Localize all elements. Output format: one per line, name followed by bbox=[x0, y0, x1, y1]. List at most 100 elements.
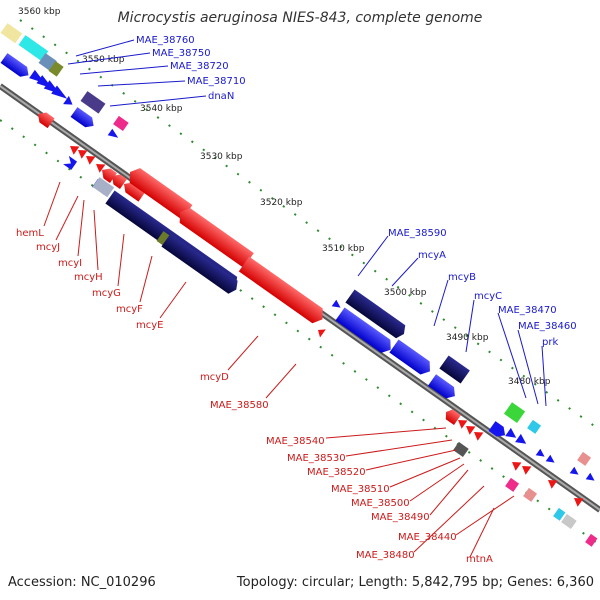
kbp-tick: 3550 kbp bbox=[82, 55, 125, 65]
gene-label: MAE_38490 bbox=[371, 512, 430, 523]
gene-arrow bbox=[70, 107, 94, 128]
gene-label: prk bbox=[542, 337, 558, 348]
gene-label: mcyG bbox=[92, 288, 121, 299]
kbp-tick: 3500 kbp bbox=[384, 288, 427, 298]
gene-arrow bbox=[0, 53, 29, 77]
gene-label: MAE_38530 bbox=[287, 453, 346, 464]
gene-arrow bbox=[96, 164, 106, 173]
gene-arrow bbox=[124, 182, 146, 202]
gene-arrow-cluster bbox=[29, 69, 68, 99]
nrps-gene-mcyB bbox=[335, 307, 391, 353]
kbp-tick: 3480 kbp bbox=[508, 377, 551, 387]
gene-label: MAE_38470 bbox=[498, 305, 557, 316]
gene-arrow bbox=[107, 128, 119, 138]
gene-arrow bbox=[569, 466, 579, 475]
gene-arrow bbox=[522, 466, 532, 475]
gene-block bbox=[505, 477, 520, 492]
gene-arrow bbox=[488, 421, 506, 437]
gene-arrow bbox=[318, 329, 326, 338]
gene-arrow bbox=[458, 420, 468, 429]
gene-block bbox=[18, 35, 49, 62]
kbp-tick: 3540 kbp bbox=[140, 104, 183, 114]
gene-label: mcyI bbox=[58, 258, 82, 269]
gene-arrow bbox=[505, 427, 517, 438]
gene-label: MAE_38580 bbox=[210, 400, 269, 411]
gene-label: MAE_38500 bbox=[351, 498, 410, 509]
gene-block bbox=[503, 402, 526, 423]
mcy-gene-mcyE-red bbox=[179, 208, 254, 268]
gene-label: MAE_38510 bbox=[331, 484, 390, 495]
gene-label: mcyF bbox=[116, 304, 143, 315]
gene-label: mcyE bbox=[136, 320, 163, 331]
nrps-gene-mcyC bbox=[389, 339, 430, 375]
gene-label: hemL bbox=[16, 228, 44, 239]
kbp-tick: 3490 kbp bbox=[446, 333, 489, 343]
kbp-ticks: 3560 kbp 3550 kbp 3540 kbp 3530 kbp 3520… bbox=[18, 7, 551, 387]
gene-arrow bbox=[574, 498, 584, 507]
gene-label: dnaN bbox=[208, 91, 234, 102]
gene-arrow bbox=[63, 95, 73, 105]
reverse-strand-genes bbox=[38, 112, 598, 547]
gene-block bbox=[48, 61, 64, 77]
gene-block bbox=[527, 419, 542, 434]
gene-arrow bbox=[512, 462, 522, 471]
gene-block bbox=[577, 451, 592, 466]
gene-label: mtnA bbox=[466, 554, 493, 565]
gene-label: mcyA bbox=[418, 250, 446, 261]
gene-label: mcyD bbox=[200, 372, 229, 383]
gene-arrow bbox=[585, 472, 595, 481]
forward-gene-labels bbox=[67, 39, 547, 407]
gene-block bbox=[523, 487, 538, 502]
reverse-gene-labels bbox=[43, 181, 515, 558]
gene-label: MAE_38520 bbox=[307, 467, 366, 478]
gene-label: MAE_38710 bbox=[187, 76, 246, 87]
gene-block bbox=[553, 507, 566, 521]
gene-block bbox=[156, 231, 172, 247]
gene-block bbox=[439, 355, 470, 384]
gene-label: mcyB bbox=[448, 272, 476, 283]
kbp-tick: 3530 kbp bbox=[200, 152, 243, 162]
accession-text: Accession: NC_010296 bbox=[8, 575, 156, 590]
forward-gene-label-text: MAE_38760 MAE_38750 MAE_38720 MAE_38710 … bbox=[136, 35, 577, 348]
gene-arrow bbox=[78, 150, 88, 159]
forward-strand-genes bbox=[0, 23, 595, 481]
mcy-gene-MAE_38580 bbox=[238, 256, 323, 324]
gene-arrow bbox=[445, 409, 461, 425]
gene-label: MAE_38590 bbox=[388, 228, 447, 239]
scale-track-upper bbox=[19, 19, 600, 431]
gene-arrow bbox=[515, 433, 527, 444]
gene-block bbox=[92, 177, 115, 198]
gene-arrow bbox=[112, 174, 127, 189]
kbp-tick: 3560 kbp bbox=[18, 7, 61, 17]
gene-label: MAE_38480 bbox=[356, 550, 415, 561]
gene-label: MAE_38440 bbox=[398, 532, 457, 543]
reverse-gene-label-text: hemL mcyJ mcyI mcyH mcyG mcyF mcyE mcyD … bbox=[16, 228, 493, 565]
gene-label: MAE_38760 bbox=[136, 35, 195, 46]
gene-label: MAE_38750 bbox=[152, 48, 211, 59]
gene-label: mcyC bbox=[474, 291, 502, 302]
gene-arrow bbox=[466, 426, 476, 435]
gene-arrow bbox=[545, 454, 555, 463]
gene-block bbox=[561, 513, 577, 530]
gene-arrow bbox=[102, 168, 117, 183]
gene-arrow bbox=[63, 155, 78, 170]
mcy-gene-mcyD bbox=[129, 168, 193, 220]
gene-arrow bbox=[474, 432, 484, 441]
gene-arrow bbox=[70, 146, 80, 155]
kbp-tick: 3520 kbp bbox=[260, 198, 303, 208]
nrps-gene-mcyA bbox=[345, 289, 406, 339]
genome-stats-text: Topology: circular; Length: 5,842,795 bp… bbox=[236, 575, 594, 590]
gene-label: mcyH bbox=[74, 272, 103, 283]
gene-block bbox=[0, 23, 23, 44]
gene-arrow bbox=[535, 448, 545, 457]
gene-arrow bbox=[427, 374, 455, 399]
gene-label: MAE_38720 bbox=[170, 61, 229, 72]
gene-block bbox=[113, 115, 129, 132]
gene-arrow bbox=[86, 156, 96, 165]
gene-label: MAE_38460 bbox=[518, 321, 577, 332]
map-title: Microcystis aeruginosa NIES-843, complet… bbox=[118, 10, 483, 26]
gene-label: MAE_38540 bbox=[266, 436, 325, 447]
nrps-gene-mcyE-upper bbox=[161, 233, 238, 294]
gene-block bbox=[585, 533, 598, 547]
